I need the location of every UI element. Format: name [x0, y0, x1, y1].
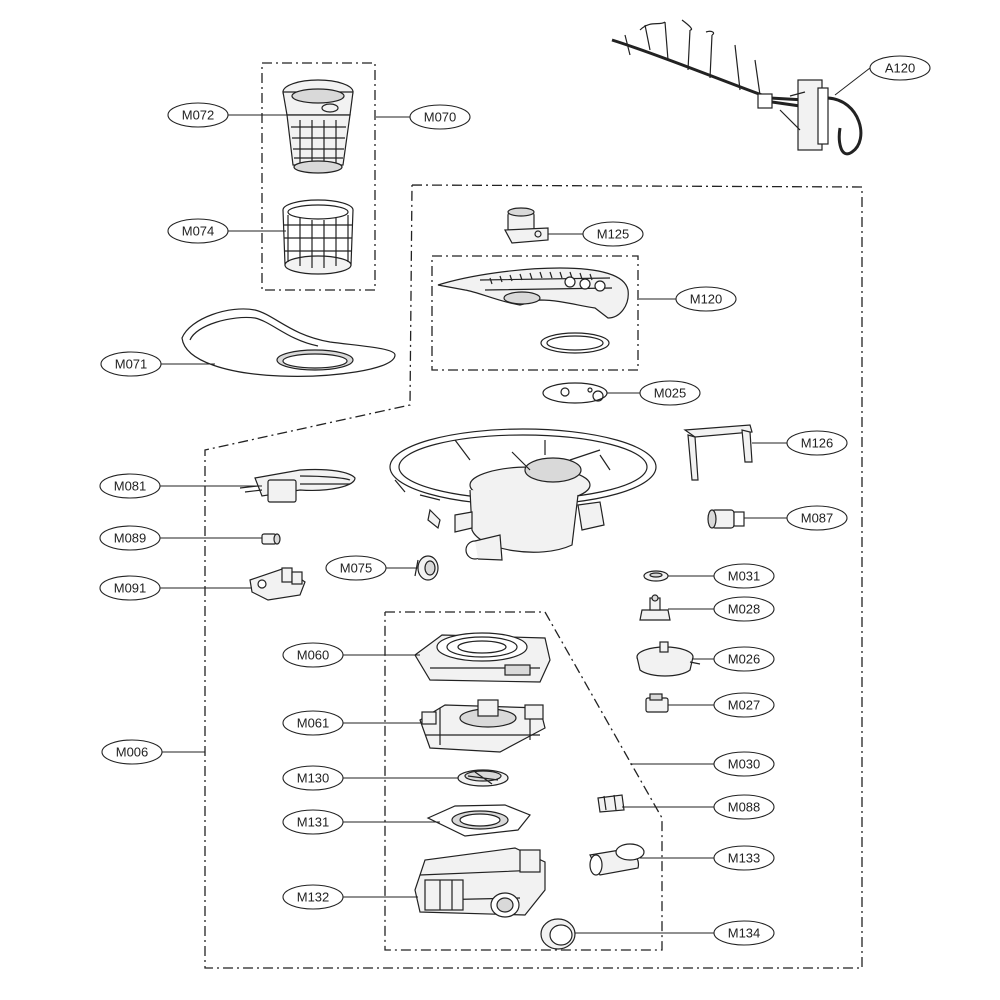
callout-M125: M125	[582, 221, 644, 247]
callout-M027: M027	[713, 692, 775, 718]
callout-label: M088	[728, 800, 761, 815]
callout-label: M134	[728, 926, 761, 941]
elbow-hose-part	[589, 843, 645, 876]
sump-housing-part	[414, 847, 546, 918]
callout-M131: M131	[282, 809, 344, 835]
group-boundaries	[204, 62, 863, 969]
callout-M133: M133	[713, 845, 775, 871]
spray-hub-part	[504, 207, 549, 244]
bracket-part	[683, 424, 753, 481]
callout-label: M026	[728, 652, 761, 667]
callout-M072: M072	[167, 102, 229, 128]
callout-label: M074	[182, 224, 215, 239]
boundary-pump-group	[384, 611, 663, 951]
callout-label: M126	[801, 436, 834, 451]
callout-M132: M132	[282, 884, 344, 910]
callout-M087: M087	[786, 505, 848, 531]
callout-M130: M130	[282, 765, 344, 791]
callout-label: M131	[297, 815, 330, 830]
callout-M061: M061	[282, 710, 344, 736]
motor-part	[636, 641, 701, 677]
pump-cover-part	[426, 804, 531, 837]
switch-part	[645, 693, 669, 713]
callout-A120: A120	[869, 55, 931, 81]
mesh-filter-part	[282, 199, 354, 275]
callout-label: M027	[728, 698, 761, 713]
callout-M089: M089	[99, 525, 161, 551]
callout-M074: M074	[167, 218, 229, 244]
leader-A120	[834, 67, 871, 96]
callout-M088: M088	[713, 794, 775, 820]
ring-seal-part	[540, 918, 576, 950]
lower-spray-arm-part	[437, 267, 629, 354]
callout-label: M060	[297, 648, 330, 663]
callout-M126: M126	[786, 430, 848, 456]
clip-part	[597, 794, 625, 813]
callout-label: M125	[597, 227, 630, 242]
callout-M091: M091	[99, 575, 161, 601]
valve-part	[249, 567, 306, 601]
small-fitting-part	[261, 533, 281, 545]
callout-M006: M006	[101, 739, 163, 765]
callout-label: M132	[297, 890, 330, 905]
sump-assembly-part	[389, 428, 657, 561]
sensor-part	[707, 509, 745, 529]
callout-label: M030	[728, 757, 761, 772]
grommet-part	[414, 555, 439, 581]
callout-M026: M026	[713, 646, 775, 672]
wire-harness-part	[611, 19, 863, 156]
filter-top-part	[282, 79, 354, 174]
callout-M120: M120	[675, 286, 737, 312]
callout-label: M071	[115, 357, 148, 372]
callout-label: M091	[114, 581, 147, 596]
callout-label: M028	[728, 602, 761, 617]
callout-label: M087	[801, 511, 834, 526]
callout-label: A120	[885, 61, 915, 76]
callout-label: M031	[728, 569, 761, 584]
gasket-part	[542, 382, 608, 404]
callout-M081: M081	[99, 473, 161, 499]
callout-label: M070	[424, 110, 457, 125]
callout-M060: M060	[282, 642, 344, 668]
callout-label: M061	[297, 716, 330, 731]
callout-M031: M031	[713, 563, 775, 589]
callout-label: M075	[340, 561, 373, 576]
boundary-spray-arm-group	[431, 255, 639, 371]
callout-label: M006	[116, 745, 149, 760]
callout-M075: M075	[325, 555, 387, 581]
pump-housing-part	[419, 699, 546, 753]
boundary-filter-group	[261, 62, 376, 291]
callout-labels: A120 M072 M070 M074 M071 M125 M120 M025	[99, 55, 931, 946]
callout-M025: M025	[639, 380, 701, 406]
callout-label: M130	[297, 771, 330, 786]
callout-M071: M071	[100, 351, 162, 377]
callout-label: M072	[182, 108, 215, 123]
sensor-small-part	[639, 594, 671, 621]
seal-part	[643, 570, 669, 582]
callout-M028: M028	[713, 596, 775, 622]
impeller-part	[457, 769, 509, 787]
callout-label: M089	[114, 531, 147, 546]
filter-plate-part	[181, 308, 396, 377]
leader-lines	[160, 67, 871, 934]
boundary-main-assembly	[204, 184, 863, 969]
callout-label: M133	[728, 851, 761, 866]
callout-label: M081	[114, 479, 147, 494]
callout-label: M120	[690, 292, 723, 307]
pump-motor-part	[414, 632, 551, 683]
callout-M030: M030	[713, 751, 775, 777]
callout-label: M025	[654, 386, 687, 401]
callout-M070: M070	[409, 104, 471, 130]
callout-M134: M134	[713, 920, 775, 946]
